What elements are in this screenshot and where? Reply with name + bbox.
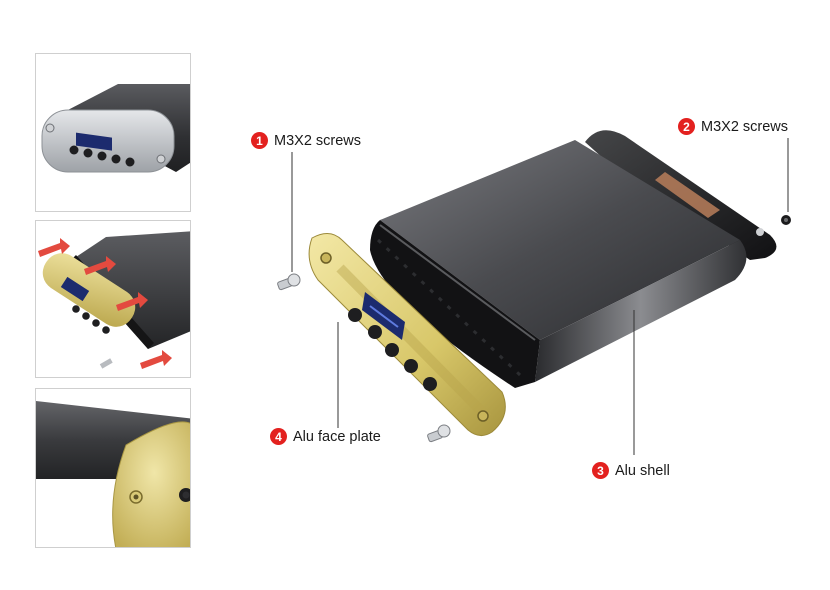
exploded-enclosure-illustration [277,130,791,455]
screw-front-bottom [427,424,451,443]
callout-m3x2-screws-1: 1 M3X2 screws [251,132,361,149]
thumbnail-closeup-gold-plate [35,388,191,548]
thumbnail-exploded-with-arrows [35,220,191,378]
callout-badge: 4 [270,428,287,445]
callout-badge: 1 [251,132,268,149]
callout-alu-face-plate: 4 Alu face plate [270,428,381,445]
back-plate [585,130,777,260]
callout-label: M3X2 screws [274,132,362,149]
callout-label: Alu shell [615,462,670,479]
callout-m3x2-screws-2: 2 M3X2 screws [678,118,788,135]
alu-shell [370,140,747,388]
callout-label: Alu face plate [293,428,381,445]
callout-label: M3X2 screws [701,118,789,135]
thumbnail-assembled-silver [35,53,191,212]
callout-alu-shell: 3 Alu shell [592,462,670,479]
callout-badge: 2 [678,118,695,135]
screw-back-right [781,215,791,225]
callout-badge: 3 [592,462,609,479]
screw-front-left [277,273,301,291]
alu-face-plate [308,233,506,436]
